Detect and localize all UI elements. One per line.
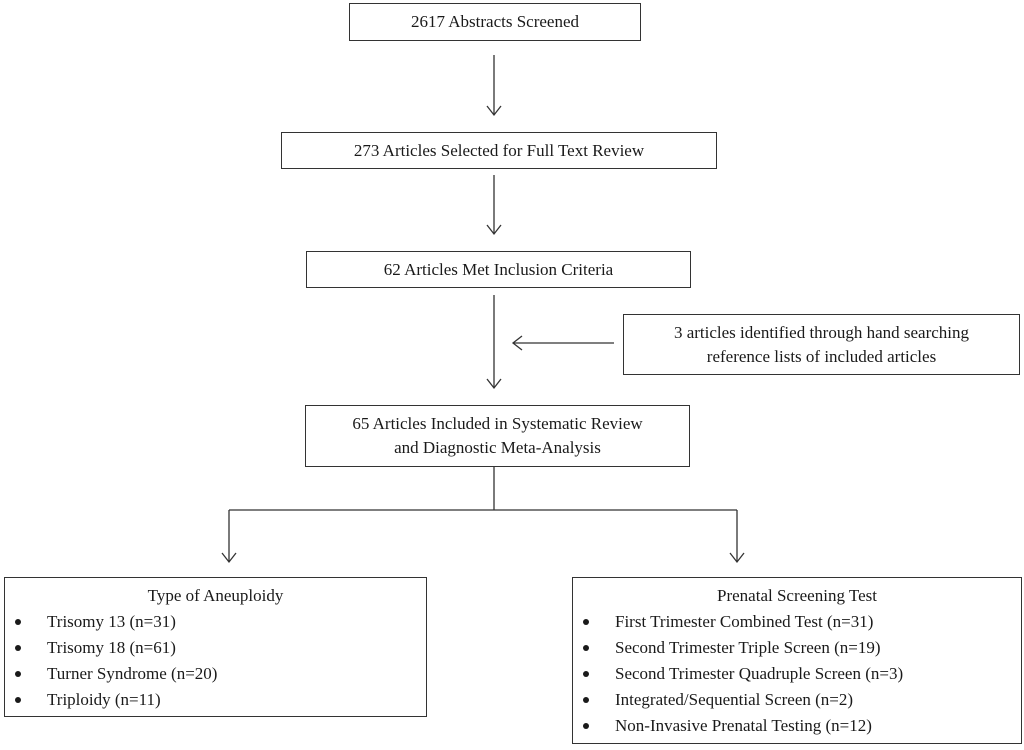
list-item: Triploidy (n=11): [5, 687, 426, 713]
list-item: Second Trimester Quadruple Screen (n=3): [573, 661, 1021, 687]
hand-search-line-2: reference lists of included articles: [706, 346, 937, 366]
abstracts-screened-box: 2617 Abstracts Screened: [349, 3, 641, 41]
screening-test-title: Prenatal Screening Test: [717, 586, 877, 605]
screening-test-box: Prenatal Screening Test First Trimester …: [572, 577, 1022, 744]
full-text-review-label: 273 Articles Selected for Full Text Revi…: [353, 140, 645, 160]
inclusion-criteria-box: 62 Articles Met Inclusion Criteria: [306, 251, 691, 288]
aneuploidy-list: Trisomy 13 (n=31) Trisomy 18 (n=61) Turn…: [5, 609, 426, 713]
inclusion-criteria-label: 62 Articles Met Inclusion Criteria: [383, 259, 614, 279]
list-item: Trisomy 13 (n=31): [5, 609, 426, 635]
hand-search-box: 3 articles identified through hand searc…: [623, 314, 1020, 375]
hand-search-line-1: 3 articles identified through hand searc…: [673, 322, 970, 342]
screening-list: First Trimester Combined Test (n=31) Sec…: [573, 609, 1021, 739]
included-articles-line-2: and Diagnostic Meta-Analysis: [394, 438, 601, 457]
list-item: First Trimester Combined Test (n=31): [573, 609, 1021, 635]
list-item: Integrated/Sequential Screen (n=2): [573, 687, 1021, 713]
included-articles-box: 65 Articles Included in Systematic Revie…: [305, 405, 690, 467]
full-text-review-box: 273 Articles Selected for Full Text Revi…: [281, 132, 717, 169]
aneuploidy-type-box: Type of Aneuploidy Trisomy 13 (n=31) Tri…: [4, 577, 427, 717]
included-articles-line-1: 65 Articles Included in Systematic Revie…: [352, 414, 643, 433]
list-item: Second Trimester Triple Screen (n=19): [573, 635, 1021, 661]
list-item: Turner Syndrome (n=20): [5, 661, 426, 687]
list-item: Trisomy 18 (n=61): [5, 635, 426, 661]
list-item: Non-Invasive Prenatal Testing (n=12): [573, 713, 1021, 739]
abstracts-screened-label: 2617 Abstracts Screened: [410, 12, 580, 31]
aneuploidy-type-title: Type of Aneuploidy: [147, 586, 284, 605]
